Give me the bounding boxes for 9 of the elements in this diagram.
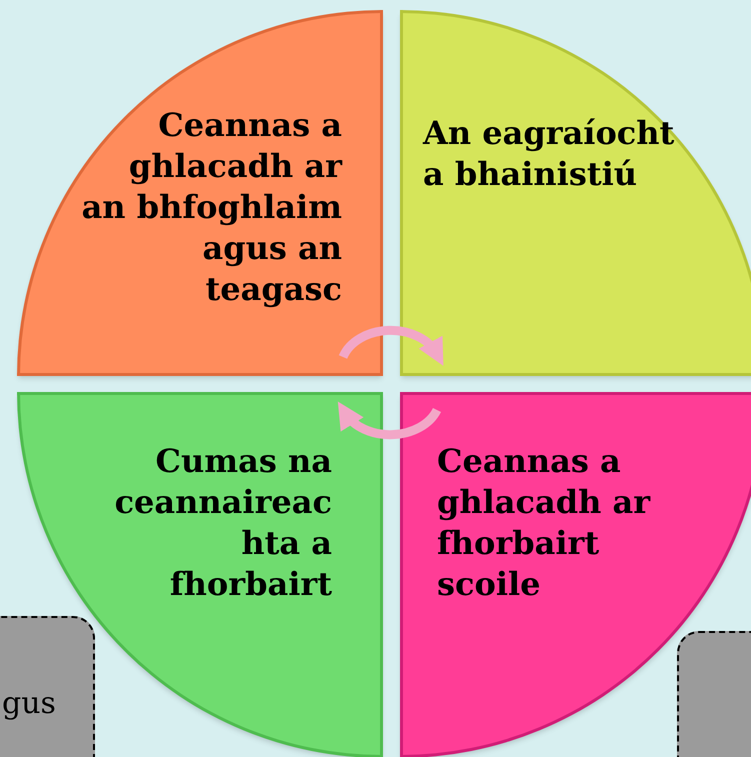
quadrant-segment bbox=[400, 10, 751, 376]
quadrant-segment bbox=[400, 392, 751, 757]
segment-label: An eagraíocht a bhainistiú bbox=[423, 113, 676, 195]
cycle-arrow bbox=[337, 402, 441, 440]
segment-label: Cumas na ceannaireac hta a fhorbairt bbox=[114, 441, 332, 605]
note-text: gus bbox=[2, 686, 56, 722]
segment-label: Ceannas a ghlacadh ar an bhfoghlaim agus an teagasc bbox=[80, 105, 342, 310]
cycle-arrow bbox=[338, 326, 444, 366]
segment-label: Ceannas a ghlacadh ar fhorbairt scoile bbox=[437, 441, 652, 605]
